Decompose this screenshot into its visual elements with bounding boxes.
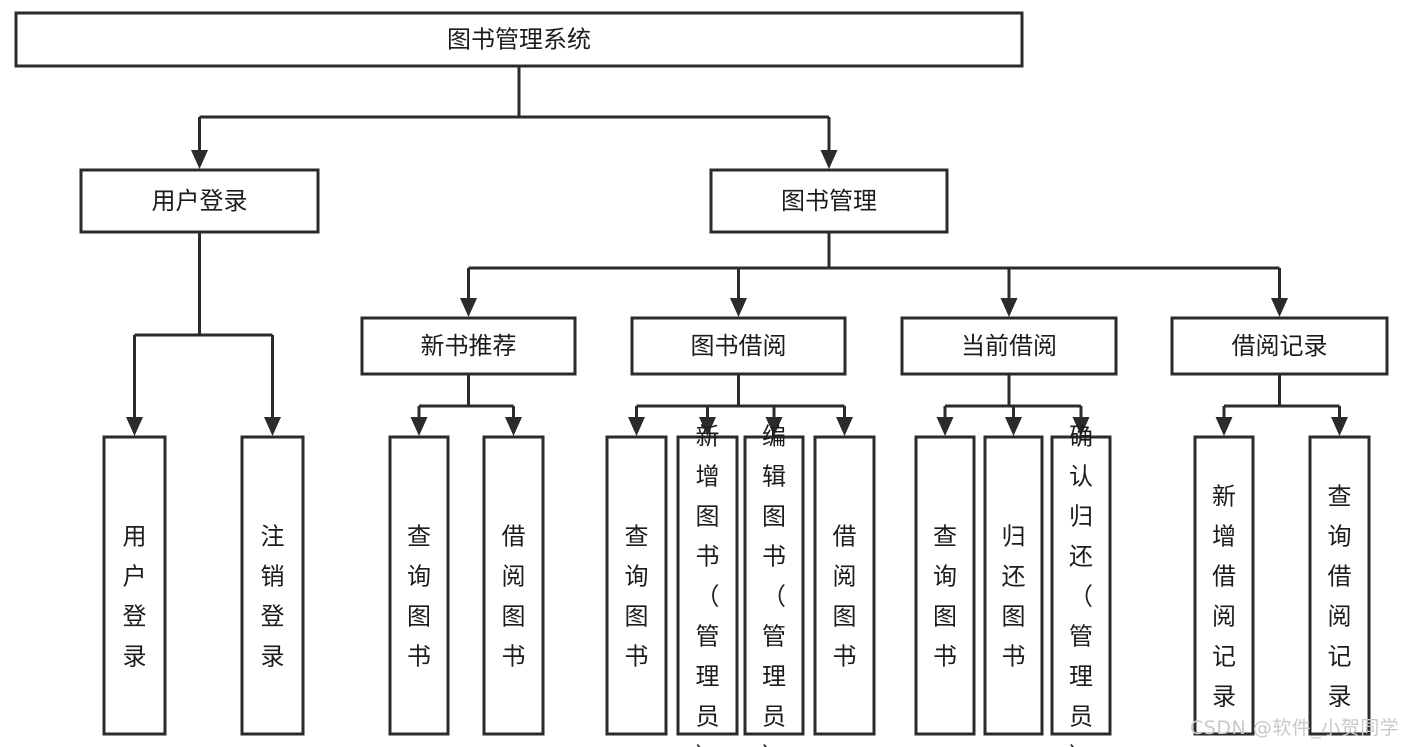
node-box-leaf-bo-edit[interactable] xyxy=(743,435,805,736)
node-box-leaf-cu-return[interactable] xyxy=(983,435,1044,736)
node-label-leaf-bo-add: 新增图书（管理员） xyxy=(696,423,720,747)
node-box-l3-new[interactable] xyxy=(360,316,577,376)
node-leaf-bo-query[interactable]: 查询图书 xyxy=(605,435,668,736)
node-l3-new[interactable]: 新书推荐 xyxy=(360,316,577,376)
node-label-leaf-cu-confirm: 确认归还（管理员） xyxy=(1069,423,1093,747)
node-box-leaf-cu-confirm[interactable] xyxy=(1050,435,1112,736)
node-leaf-rec-add[interactable]: 新增借阅记录 xyxy=(1193,435,1255,736)
connector-book-bus xyxy=(460,232,1288,317)
node-label-root: 图书管理系统 xyxy=(447,26,591,54)
node-l3-current[interactable]: 当前借阅 xyxy=(900,316,1118,376)
node-box-l2-book[interactable] xyxy=(709,168,949,234)
node-box-leaf-bo-borrow[interactable] xyxy=(813,435,876,736)
node-label-l3-borrow: 图书借阅 xyxy=(691,332,787,360)
node-label-l2-book: 图书管理 xyxy=(781,187,877,215)
node-l3-record[interactable]: 借阅记录 xyxy=(1170,316,1389,376)
node-label-leaf-cu-return: 归还图书 xyxy=(1002,523,1026,671)
connector-root-bus xyxy=(191,66,838,169)
node-box-l3-borrow[interactable] xyxy=(630,316,847,376)
node-leaf-bo-add[interactable]: 新增图书（管理员） xyxy=(676,423,739,747)
node-box-leaf-user-login[interactable] xyxy=(102,435,167,736)
node-box-leaf-rec-add[interactable] xyxy=(1193,435,1255,736)
node-label-leaf-new-borrow: 借阅图书 xyxy=(502,523,526,671)
node-label-l3-record: 借阅记录 xyxy=(1232,332,1328,360)
node-box-l3-record[interactable] xyxy=(1170,316,1389,376)
node-label-l2-user: 用户登录 xyxy=(152,187,248,215)
node-leaf-cu-query[interactable]: 查询图书 xyxy=(914,435,976,736)
node-box-leaf-new-borrow[interactable] xyxy=(482,435,545,736)
connector-user-bus xyxy=(126,232,281,436)
nodes-layer: 图书管理系统用户登录图书管理新书推荐图书借阅当前借阅借阅记录用户登录注销登录查询… xyxy=(14,11,1389,747)
node-leaf-bo-edit[interactable]: 编辑图书（管理员） xyxy=(743,423,805,747)
node-leaf-bo-borrow[interactable]: 借阅图书 xyxy=(813,435,876,736)
node-label-leaf-cu-query: 查询图书 xyxy=(933,523,957,671)
node-box-root[interactable] xyxy=(14,11,1024,68)
node-label-leaf-new-query: 查询图书 xyxy=(407,523,431,671)
connector-new-bus xyxy=(410,374,522,436)
node-box-leaf-rec-query[interactable] xyxy=(1308,435,1371,736)
node-label-leaf-bo-query: 查询图书 xyxy=(625,523,649,671)
node-box-leaf-bo-query[interactable] xyxy=(605,435,668,736)
node-label-l3-new: 新书推荐 xyxy=(421,332,517,360)
connector-borrow-bus xyxy=(628,374,853,436)
edges-layer xyxy=(126,66,1348,436)
node-l2-user[interactable]: 用户登录 xyxy=(79,168,320,234)
node-box-leaf-user-logout[interactable] xyxy=(240,435,305,736)
node-leaf-user-login[interactable]: 用户登录 xyxy=(102,435,167,736)
connector-record-bus xyxy=(1215,374,1348,436)
node-leaf-new-borrow[interactable]: 借阅图书 xyxy=(482,435,545,736)
node-l3-borrow[interactable]: 图书借阅 xyxy=(630,316,847,376)
node-label-leaf-rec-query: 查询借阅记录 xyxy=(1328,483,1352,711)
node-root[interactable]: 图书管理系统 xyxy=(14,11,1024,68)
node-label-leaf-user-login: 用户登录 xyxy=(123,523,147,671)
node-box-l3-current[interactable] xyxy=(900,316,1118,376)
node-label-leaf-bo-borrow: 借阅图书 xyxy=(833,523,857,671)
connector-current-bus xyxy=(936,374,1090,436)
node-box-l2-user[interactable] xyxy=(79,168,320,234)
node-leaf-user-logout[interactable]: 注销登录 xyxy=(240,435,305,736)
node-l2-book[interactable]: 图书管理 xyxy=(709,168,949,234)
node-leaf-rec-query[interactable]: 查询借阅记录 xyxy=(1308,435,1371,736)
node-label-l3-current: 当前借阅 xyxy=(961,332,1057,360)
node-box-leaf-new-query[interactable] xyxy=(388,435,450,736)
node-leaf-cu-return[interactable]: 归还图书 xyxy=(983,435,1044,736)
node-leaf-new-query[interactable]: 查询图书 xyxy=(388,435,450,736)
node-label-leaf-bo-edit: 编辑图书（管理员） xyxy=(762,423,786,747)
node-leaf-cu-confirm[interactable]: 确认归还（管理员） xyxy=(1050,423,1112,747)
node-box-leaf-cu-query[interactable] xyxy=(914,435,976,736)
node-box-leaf-bo-add[interactable] xyxy=(676,435,739,736)
node-label-leaf-user-logout: 注销登录 xyxy=(261,523,285,671)
node-label-leaf-rec-add: 新增借阅记录 xyxy=(1212,483,1236,711)
